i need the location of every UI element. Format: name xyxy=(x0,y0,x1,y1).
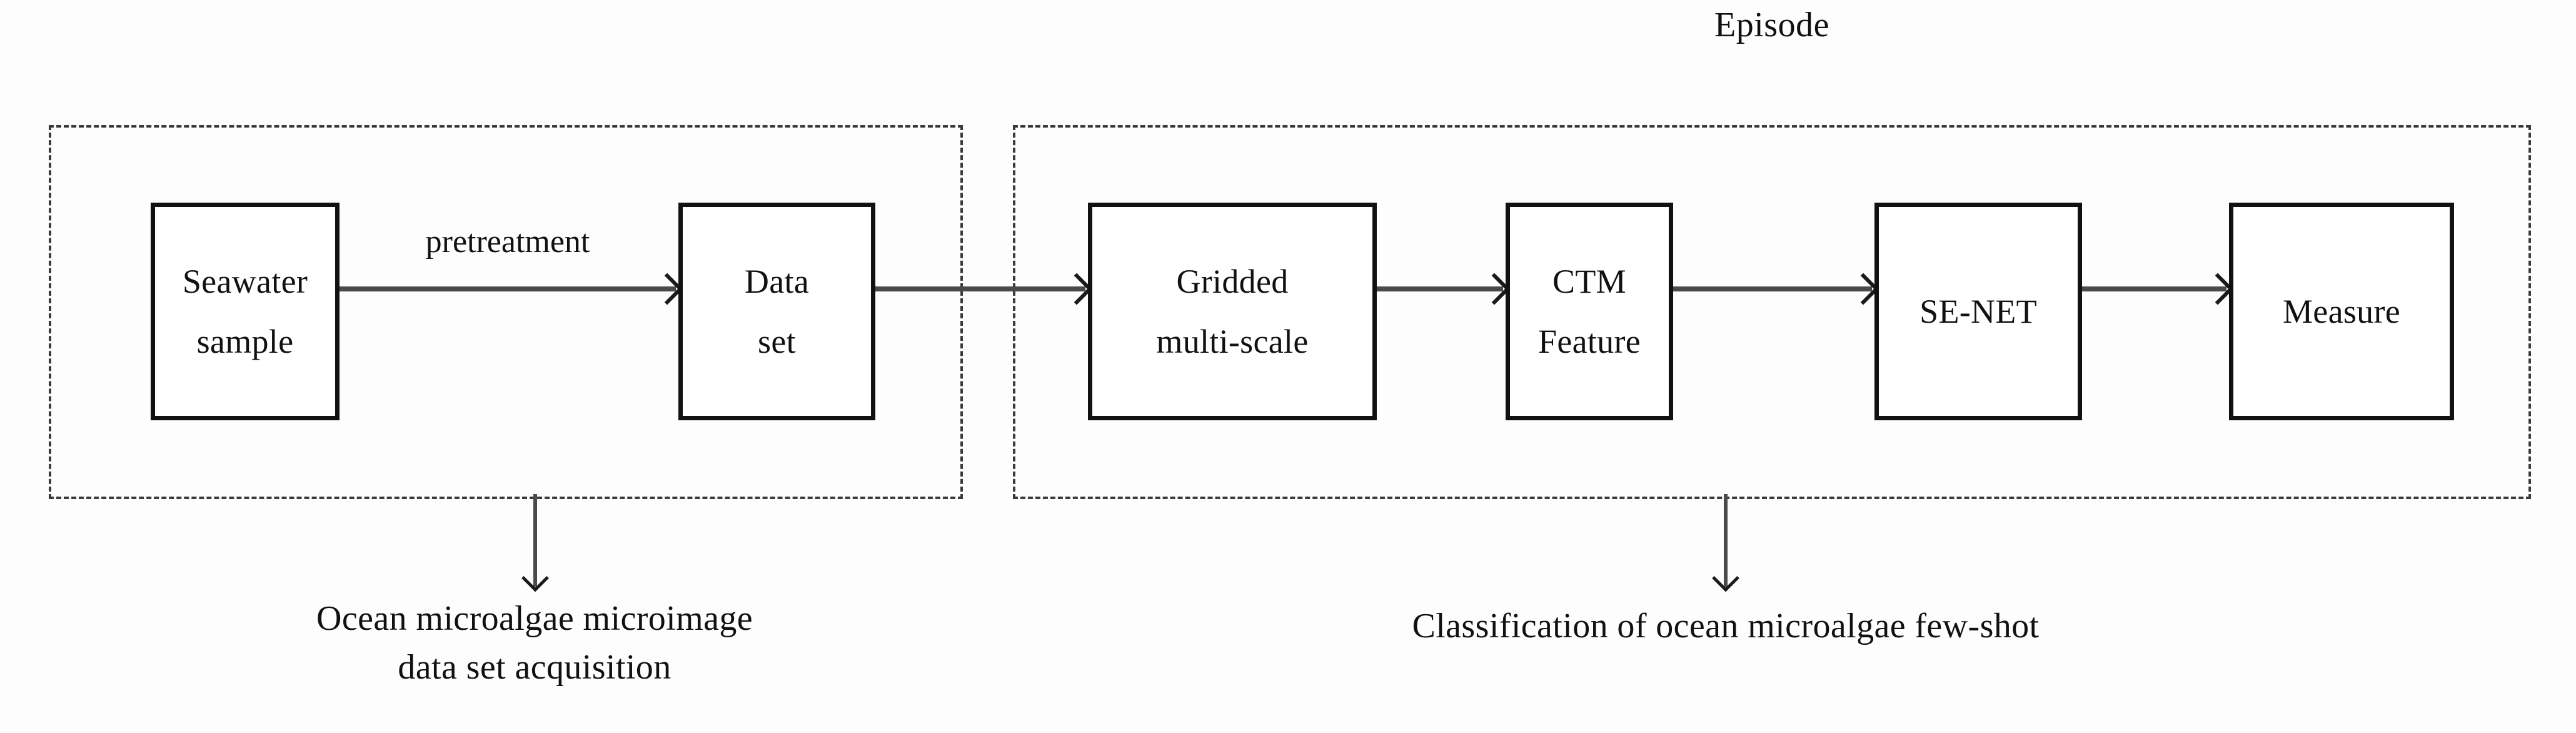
node-data-set[interactable]: Data set xyxy=(678,203,875,420)
node-gridded-line2: multi-scale xyxy=(1156,323,1309,360)
node-senet-line1: SE-NET xyxy=(1919,293,2037,330)
edge-label-pretreatment: pretreatment xyxy=(425,224,590,260)
group-container-episode xyxy=(1013,125,2531,499)
node-se-net[interactable]: SE-NET xyxy=(1874,203,2082,420)
arrow-gridded-to-ctm-icon xyxy=(1377,286,1503,291)
node-dataset-line1: Data xyxy=(744,263,810,300)
caption-acquisition-line1: Ocean microalgae microimage xyxy=(316,599,753,638)
arrow-ctm-to-senet-icon xyxy=(1673,286,1872,291)
caption-episode: Classification of ocean microalgae few-s… xyxy=(1200,602,2251,650)
node-seawater-line2: sample xyxy=(196,323,294,360)
node-measure-line1: Measure xyxy=(2282,293,2400,330)
group-container-acquisition xyxy=(49,125,963,499)
node-dataset-line2: set xyxy=(758,323,796,360)
arrow-senet-to-measure-icon xyxy=(2082,286,2226,291)
node-ctm-line2: Feature xyxy=(1537,323,1641,360)
caption-acquisition-line2: data set acquisition xyxy=(398,648,672,687)
arrow-down-acquisition-icon xyxy=(533,494,537,587)
node-seawater-sample[interactable]: Seawater sample xyxy=(151,203,340,420)
arrow-down-episode-icon xyxy=(1724,494,1728,587)
episode-title: Episode xyxy=(1714,6,1829,44)
node-ctm-feature[interactable]: CTM Feature xyxy=(1506,203,1673,420)
caption-acquisition: Ocean microalgae microimage data set acq… xyxy=(188,594,882,692)
node-seawater-line1: Seawater xyxy=(182,263,308,300)
caption-episode-line1: Classification of ocean microalgae few-s… xyxy=(1412,607,2040,645)
node-gridded-line1: Gridded xyxy=(1176,263,1289,300)
node-gridded-multi-scale[interactable]: Gridded multi-scale xyxy=(1088,203,1377,420)
arrow-dataset-to-gridded-icon xyxy=(875,286,1085,291)
node-ctm-line1: CTM xyxy=(1552,263,1626,300)
node-measure[interactable]: Measure xyxy=(2229,203,2454,420)
arrow-seawater-to-dataset-icon xyxy=(340,286,676,291)
